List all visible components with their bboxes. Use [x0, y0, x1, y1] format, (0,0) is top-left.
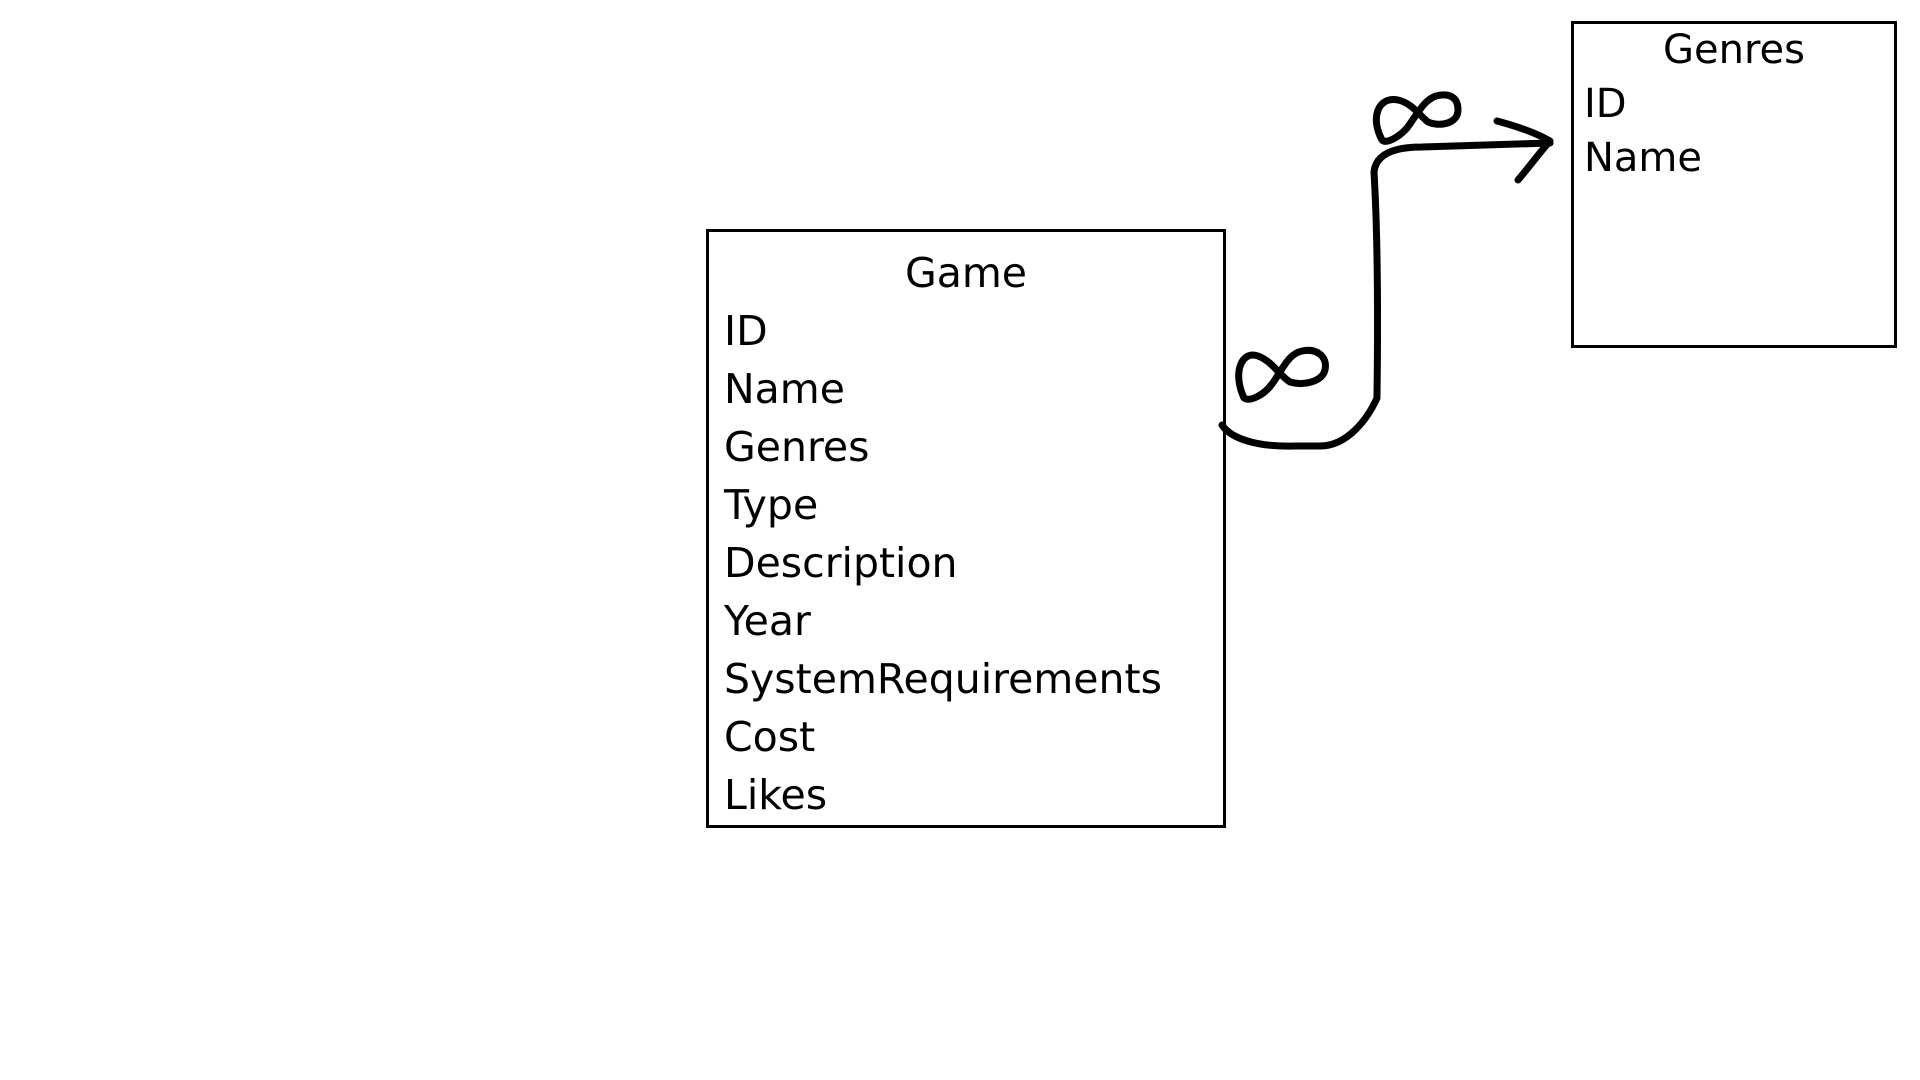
relationship-connector-line — [1218, 139, 1554, 450]
genres-field-list: ID Name — [1574, 77, 1894, 185]
game-field-likes: Likes — [724, 771, 828, 819]
arrowhead-icon — [1493, 117, 1554, 184]
genres-field-id: ID — [1584, 81, 1627, 127]
game-field-year: Year — [724, 597, 811, 645]
game-entity-title: Game — [904, 249, 1028, 297]
game-field-genres: Genres — [724, 423, 870, 471]
game-field-id: ID — [724, 307, 768, 355]
many-cardinality-icon-game-side — [1235, 346, 1329, 403]
game-entity-box: Game ID Name Genres Type Description Yea… — [706, 229, 1226, 828]
many-cardinality-icon-genres-side — [1372, 91, 1462, 145]
genres-field-name: Name — [1584, 135, 1703, 181]
genres-entity-box: Genres ID Name — [1571, 21, 1897, 348]
game-field-type: Type — [724, 481, 819, 529]
game-field-description: Description — [724, 539, 958, 587]
genres-entity-title: Genres — [1663, 27, 1805, 73]
game-field-list: ID Name Genres Type Description Year Sys… — [709, 302, 1223, 824]
game-field-cost: Cost — [724, 713, 816, 761]
game-field-name: Name — [724, 365, 845, 413]
game-field-system-requirements: SystemRequirements — [724, 655, 1162, 703]
